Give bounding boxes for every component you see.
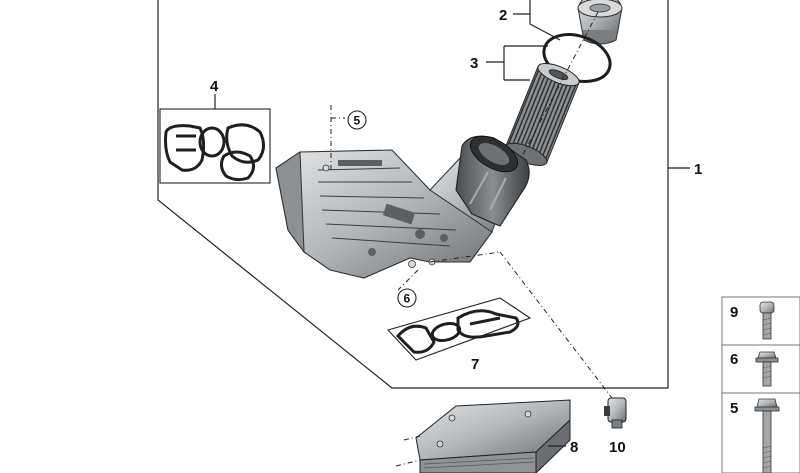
callout-5-circle: 5 [347,110,367,130]
callout-10: 10 [609,439,626,456]
leader-cooler-dashes [395,435,421,467]
leader-5 [330,105,345,170]
callout-5: 5 [354,114,361,128]
legend-item-9: 9 [730,301,775,340]
flange-screw-icon [755,351,779,387]
callout-1: 1 [694,161,702,178]
oil-cooler [415,399,571,473]
legend-item-6: 6 [730,351,779,387]
gasket-set-4 [164,123,265,182]
leader-2 [513,0,561,41]
oil-pressure-sensor [604,397,627,429]
leader-6 [397,269,419,291]
callout-3: 3 [470,55,478,72]
callout-6-circle: 6 [397,288,417,308]
legend-number-5: 5 [730,400,738,417]
leader-10 [429,251,613,399]
hex-flange-bolt-icon [754,398,780,473]
callout-4: 4 [210,78,219,95]
legend-number-6: 6 [730,351,738,368]
callout-2: 2 [499,7,507,24]
callout-7: 7 [471,356,479,373]
callout-6: 6 [404,292,411,306]
fastener-legend: 9 6 [721,296,800,473]
legend-number-9: 9 [730,304,738,321]
callout-8: 8 [570,439,578,456]
legend-item-5: 5 [730,398,780,473]
assembly-frame [157,0,669,389]
gasket-set-7 [395,309,520,354]
socket-bolt-icon [759,301,775,340]
leader-3 [486,45,548,81]
oil-filter-housing [275,135,530,279]
